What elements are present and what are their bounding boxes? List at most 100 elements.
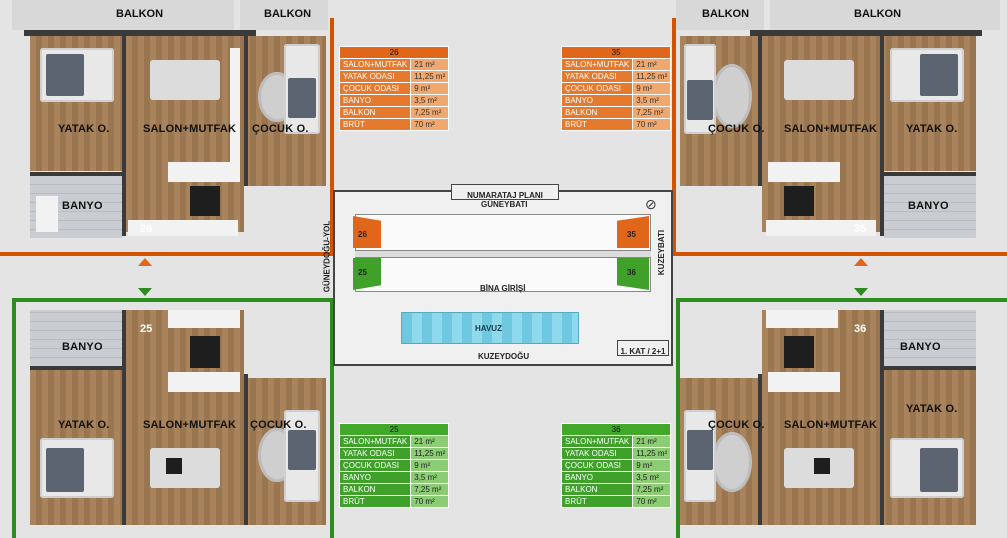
banyo-label-35: BANYO (908, 200, 949, 212)
area-row-value: 3,5 m² (632, 471, 672, 484)
area-row-label: SALON+MUTFAK (560, 435, 634, 448)
area-row-value: 11,25 m² (632, 70, 672, 83)
keyplan-west-side: GÜNEYDOĞU-YOL (322, 220, 332, 293)
yatak-label-36: YATAK O. (906, 403, 958, 415)
pool-label: HAVUZ (475, 324, 502, 333)
area-row-label: SALON+MUTFAK (338, 58, 412, 71)
banyo-label-36: BANYO (900, 341, 941, 353)
keyplan-north-side: GÜNEYBATI (481, 200, 528, 209)
salon-label-25: SALON+MUTFAK (143, 419, 237, 431)
salon-label-35: SALON+MUTFAK (784, 123, 878, 135)
area-row-value: 9 m² (410, 459, 450, 472)
balkon-label-35a: BALKON (702, 8, 750, 20)
area-row-value: 70 m² (410, 495, 450, 508)
building-corridor (355, 250, 651, 258)
unit-marker-26-label: 26 (358, 230, 367, 239)
banyo-label-26: BANYO (62, 200, 103, 212)
area-table-36-title: 36 (560, 423, 672, 436)
keyplan-entrance: BİNA GİRİŞİ (480, 284, 526, 293)
area-row-value: 21 m² (632, 435, 672, 448)
area-row-value: 70 m² (632, 118, 672, 131)
banyo-label-25: BANYO (62, 341, 103, 353)
area-table-26-title: 26 (338, 46, 450, 59)
unit-marker-25-label: 25 (358, 268, 367, 277)
area-row-label: BANYO (338, 471, 412, 484)
area-row-label: BALKON (560, 106, 634, 119)
unit-number-36: 36 (854, 323, 867, 335)
area-row-value: 9 m² (632, 82, 672, 95)
cocuk-label-26: ÇOCUK O. (252, 123, 309, 135)
area-row-label: YATAK ODASI (560, 70, 634, 83)
yatak-label-26: YATAK O. (58, 123, 110, 135)
area-row-label: BRÜT (560, 495, 634, 508)
orange-arrow-icon-right (854, 258, 868, 266)
area-row-value: 3,5 m² (410, 471, 450, 484)
area-row-value: 7,25 m² (410, 483, 450, 496)
area-row-value: 11,25 m² (410, 70, 450, 83)
balkon-label-26b: BALKON (264, 8, 312, 20)
unit-36-floorplan (676, 302, 1007, 525)
area-row-label: SALON+MUTFAK (560, 58, 634, 71)
area-row-label: BANYO (338, 94, 412, 107)
area-table-35-title: 35 (560, 46, 672, 59)
area-row-value: 21 m² (410, 58, 450, 71)
area-row-label: BRÜT (560, 118, 634, 131)
area-row-label: ÇOCUK ODASI (338, 459, 412, 472)
keyplan-title-box: NUMARATAJ PLANI (451, 184, 559, 200)
area-row-value: 3,5 m² (410, 94, 450, 107)
unit-number-26: 26 (140, 223, 153, 235)
area-row-label: YATAK ODASI (338, 447, 412, 460)
area-row-value: 70 m² (410, 118, 450, 131)
unit-number-25: 25 (140, 323, 153, 335)
area-row-label: BRÜT (338, 495, 412, 508)
balkon-label-26a: BALKON (116, 8, 164, 20)
area-row-label: SALON+MUTFAK (338, 435, 412, 448)
salon-label-26: SALON+MUTFAK (143, 123, 237, 135)
area-row-label: ÇOCUK ODASI (560, 82, 634, 95)
yatak-label-25: YATAK O. (58, 419, 110, 431)
area-row-value: 9 m² (410, 82, 450, 95)
area-row-label: BALKON (560, 483, 634, 496)
keyplan-east-side: KUZEYBATI (657, 229, 667, 276)
pool (401, 312, 579, 344)
unit-35-floorplan (676, 0, 1007, 252)
unit-marker-26 (353, 216, 381, 248)
unit-36-plan (676, 298, 1007, 538)
unit-marker-35-label: 35 (627, 230, 636, 239)
area-row-label: YATAK ODASI (338, 70, 412, 83)
area-row-label: YATAK ODASI (560, 447, 634, 460)
area-row-value: 7,25 m² (410, 106, 450, 119)
area-row-value: 7,25 m² (632, 106, 672, 119)
cocuk-label-25: ÇOCUK O. (250, 419, 307, 431)
green-arrow-icon-right (854, 288, 868, 296)
balkon-label-35b: BALKON (854, 8, 902, 20)
salon-label-36: SALON+MUTFAK (784, 419, 878, 431)
keyplan-title: NUMARATAJ PLANI (467, 191, 543, 200)
area-row-value: 9 m² (632, 459, 672, 472)
cocuk-label-36: ÇOCUK O. (708, 419, 765, 431)
unit-35-plan (672, 18, 1007, 256)
area-row-label: BRÜT (338, 118, 412, 131)
green-arrow-icon-left (138, 288, 152, 296)
area-row-value: 11,25 m² (632, 447, 672, 460)
unit-number-35: 35 (854, 223, 867, 235)
yatak-label-35: YATAK O. (906, 123, 958, 135)
unit-marker-36-label: 36 (627, 268, 636, 277)
numarataj-plan: NUMARATAJ PLANI GÜNEYBATI ⊘ 26 25 35 36 … (322, 184, 673, 366)
unit-marker-35 (617, 216, 649, 248)
area-row-label: ÇOCUK ODASI (338, 82, 412, 95)
unit-25-floorplan (0, 302, 330, 525)
unit-25-plan (12, 298, 334, 538)
area-row-value: 7,25 m² (632, 483, 672, 496)
area-row-value: 21 m² (410, 435, 450, 448)
area-row-label: ÇOCUK ODASI (560, 459, 634, 472)
unit-26-plan (0, 18, 334, 256)
area-row-label: BANYO (560, 94, 634, 107)
compass-icon: ⊘ (645, 196, 657, 212)
area-row-value: 11,25 m² (410, 447, 450, 460)
area-row-value: 21 m² (632, 58, 672, 71)
